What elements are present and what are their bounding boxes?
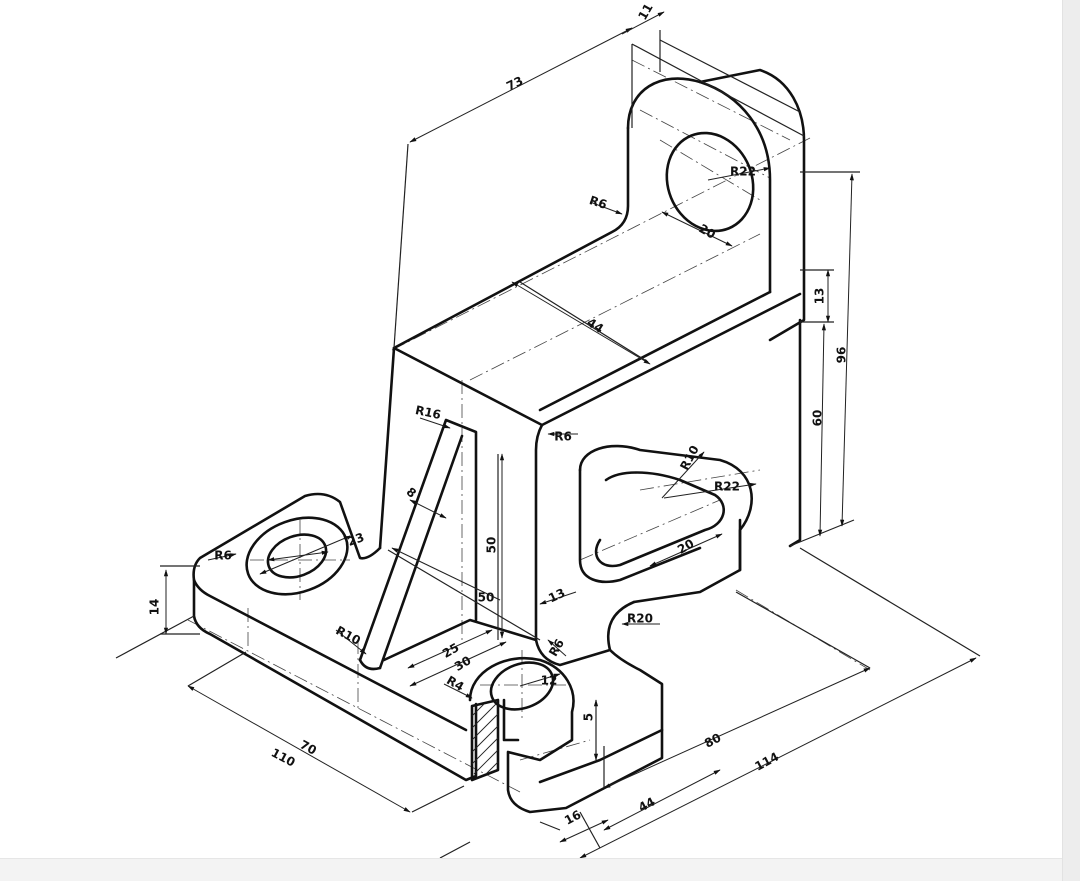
dimension-label-d44a: 44 — [584, 315, 606, 336]
radius-label-r20: R20 — [627, 612, 653, 626]
dimension-label-d73: 73 — [504, 74, 525, 94]
radius-label-r6b: R6 — [554, 430, 572, 444]
dimension-label-d50a: 50 — [485, 537, 499, 554]
dimension-label-d114: 114 — [752, 749, 781, 773]
vertical-scrollbar[interactable] — [1062, 0, 1080, 881]
radius-label-r6a: R6 — [588, 193, 609, 212]
bottom-bar — [0, 858, 1062, 881]
dimension-label-d12: 12 — [541, 674, 558, 688]
dimension-label-d110: 110 — [269, 745, 298, 769]
dimension-label-d80: 80 — [702, 730, 723, 750]
radius-label-r22b: R22 — [714, 480, 740, 494]
dimension-label-d96: 96 — [835, 347, 849, 364]
dimension-label-d11: 11 — [635, 1, 655, 22]
dimension-label-d23: 23 — [346, 530, 366, 549]
radius-label-r10b: R10 — [333, 623, 362, 648]
dimension-label-d70: 70 — [298, 737, 319, 757]
radius-label-r6d: R6 — [546, 637, 567, 659]
extension-lines — [115, 30, 981, 859]
dimension-label-d16: 16 — [562, 807, 583, 827]
center-lines — [187, 59, 871, 793]
dimension-lines — [163, 11, 977, 859]
dimension-label-d13b: 13 — [546, 586, 567, 606]
part-outline — [192, 68, 806, 814]
radius-label-r16: R16 — [414, 403, 442, 422]
radius-label-r6c: R6 — [214, 549, 232, 563]
dimension-label-d20a: 20 — [697, 221, 718, 241]
dimension-label-d14: 14 — [148, 599, 162, 616]
dimension-label-d60: 60 — [811, 410, 825, 427]
dimension-label-d50b: 50 — [478, 591, 495, 605]
radius-label-r22a: R22 — [730, 165, 756, 179]
isometric-part-drawing: 7311R22R62044139660R16R6R10R22823R620501… — [115, 1, 981, 859]
dimension-label-d13a: 13 — [813, 288, 827, 305]
section-hatch — [470, 698, 500, 782]
dimension-label-d30: 30 — [452, 653, 473, 673]
dimension-label-d44b: 44 — [636, 794, 657, 814]
radius-label-r4: R4 — [444, 673, 466, 694]
dimension-label-d5: 5 — [582, 713, 596, 721]
